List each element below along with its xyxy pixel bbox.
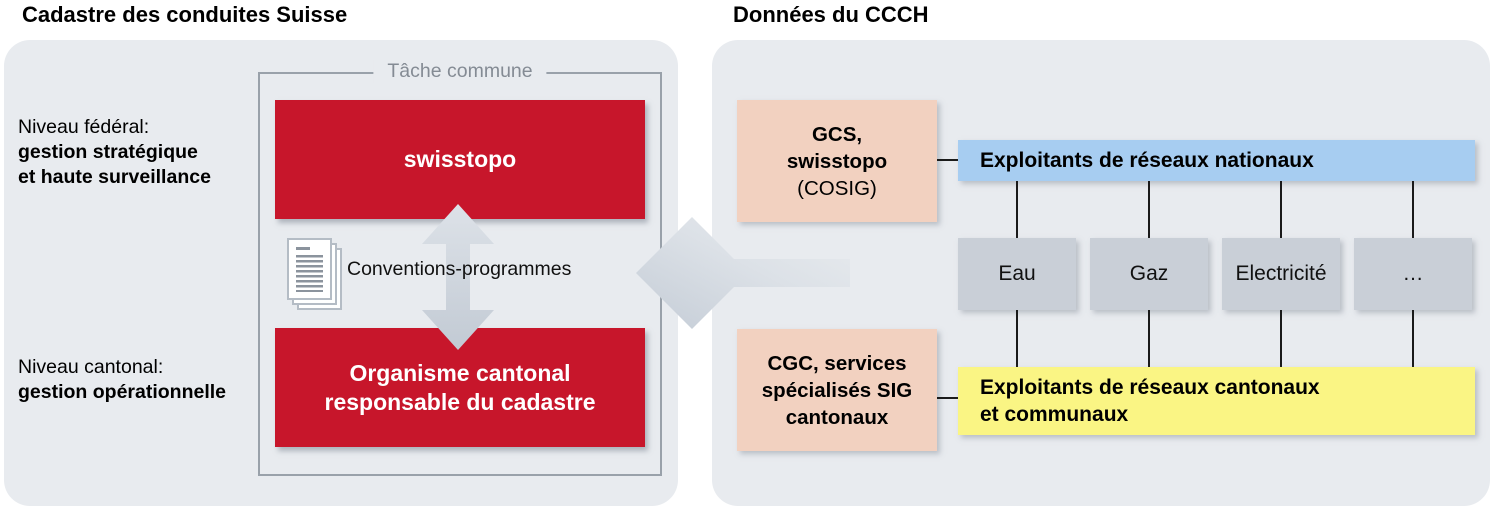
connector-line <box>1016 310 1018 367</box>
gcs-line2: swisstopo <box>786 149 888 173</box>
connector-line <box>1412 181 1414 238</box>
cantonal-organism-line2: responsable du cadastre <box>324 388 596 415</box>
utility-box-other: … <box>1354 238 1472 310</box>
national-operators-box: Exploitants de réseaux nationaux <box>958 140 1475 181</box>
utility-label: Gaz <box>1129 262 1169 285</box>
cantonal-operators-box: Exploitants de réseaux cantonaux et comm… <box>958 367 1475 435</box>
cgc-line1: CGC, services <box>767 351 907 375</box>
utility-label: Eau <box>998 262 1036 285</box>
cgc-line2: spécialisés SIG <box>761 378 913 402</box>
connector-line <box>1280 310 1282 367</box>
connector-line <box>1016 181 1018 238</box>
conventions-programmes-label: Conventions-programmes <box>347 258 572 280</box>
common-task-frame: Tâche commune <box>258 60 662 476</box>
federal-level-line2: gestion stratégique <box>18 141 198 163</box>
swisstopo-box-label: swisstopo <box>403 146 517 172</box>
gcs-line1: GCS, <box>811 122 863 146</box>
cantonal-level-line2: gestion opérationnelle <box>18 381 227 403</box>
gcs-line3: (COSIG) <box>797 176 877 200</box>
cantonal-level-label: Niveau cantonal: gestion opérationnelle <box>18 355 226 405</box>
utility-box-eau: Eau <box>958 238 1076 310</box>
connector-line <box>1412 310 1414 367</box>
documents-icon <box>287 238 343 312</box>
right-diagram-title: Données du CCCH <box>733 2 929 27</box>
common-task-label: Tâche commune <box>373 60 547 83</box>
swisstopo-box: swisstopo <box>275 100 645 219</box>
gcs-swisstopo-box: GCS, swisstopo (COSIG) <box>737 100 937 222</box>
federal-level-line3: et haute surveillance <box>18 166 211 188</box>
federal-level-label: Niveau fédéral: gestion stratégique et h… <box>18 115 211 190</box>
utility-label: … <box>1402 262 1424 285</box>
cantonal-operators-line2: et communaux <box>980 403 1129 426</box>
cgc-line3: cantonaux <box>785 405 889 429</box>
connector-line <box>1148 181 1150 238</box>
national-operators-label: Exploitants de réseaux nationaux <box>980 149 1314 172</box>
cgc-services-box: CGC, services spécialisés SIG cantonaux <box>737 329 937 451</box>
cantonal-operators-line1: Exploitants de réseaux cantonaux <box>980 376 1320 399</box>
double-arrow-icon <box>422 204 494 350</box>
connector-line <box>1148 310 1150 367</box>
utility-box-electricite: Electricité <box>1222 238 1340 310</box>
utility-box-gaz: Gaz <box>1090 238 1208 310</box>
cantonal-organism-box: Organisme cantonal responsable du cadast… <box>275 328 645 447</box>
cantonal-organism-line1: Organisme cantonal <box>349 359 571 386</box>
left-arrow-icon <box>636 217 850 329</box>
gcs-to-national-connector <box>937 159 958 161</box>
cantonal-level-line1: Niveau cantonal: <box>18 356 164 378</box>
left-diagram-title: Cadastre des conduites Suisse <box>22 2 348 27</box>
federal-level-line1: Niveau fédéral: <box>18 116 150 138</box>
utility-label: Electricité <box>1235 262 1327 285</box>
connector-line <box>1280 181 1282 238</box>
cgc-to-cantonal-connector <box>937 397 958 399</box>
